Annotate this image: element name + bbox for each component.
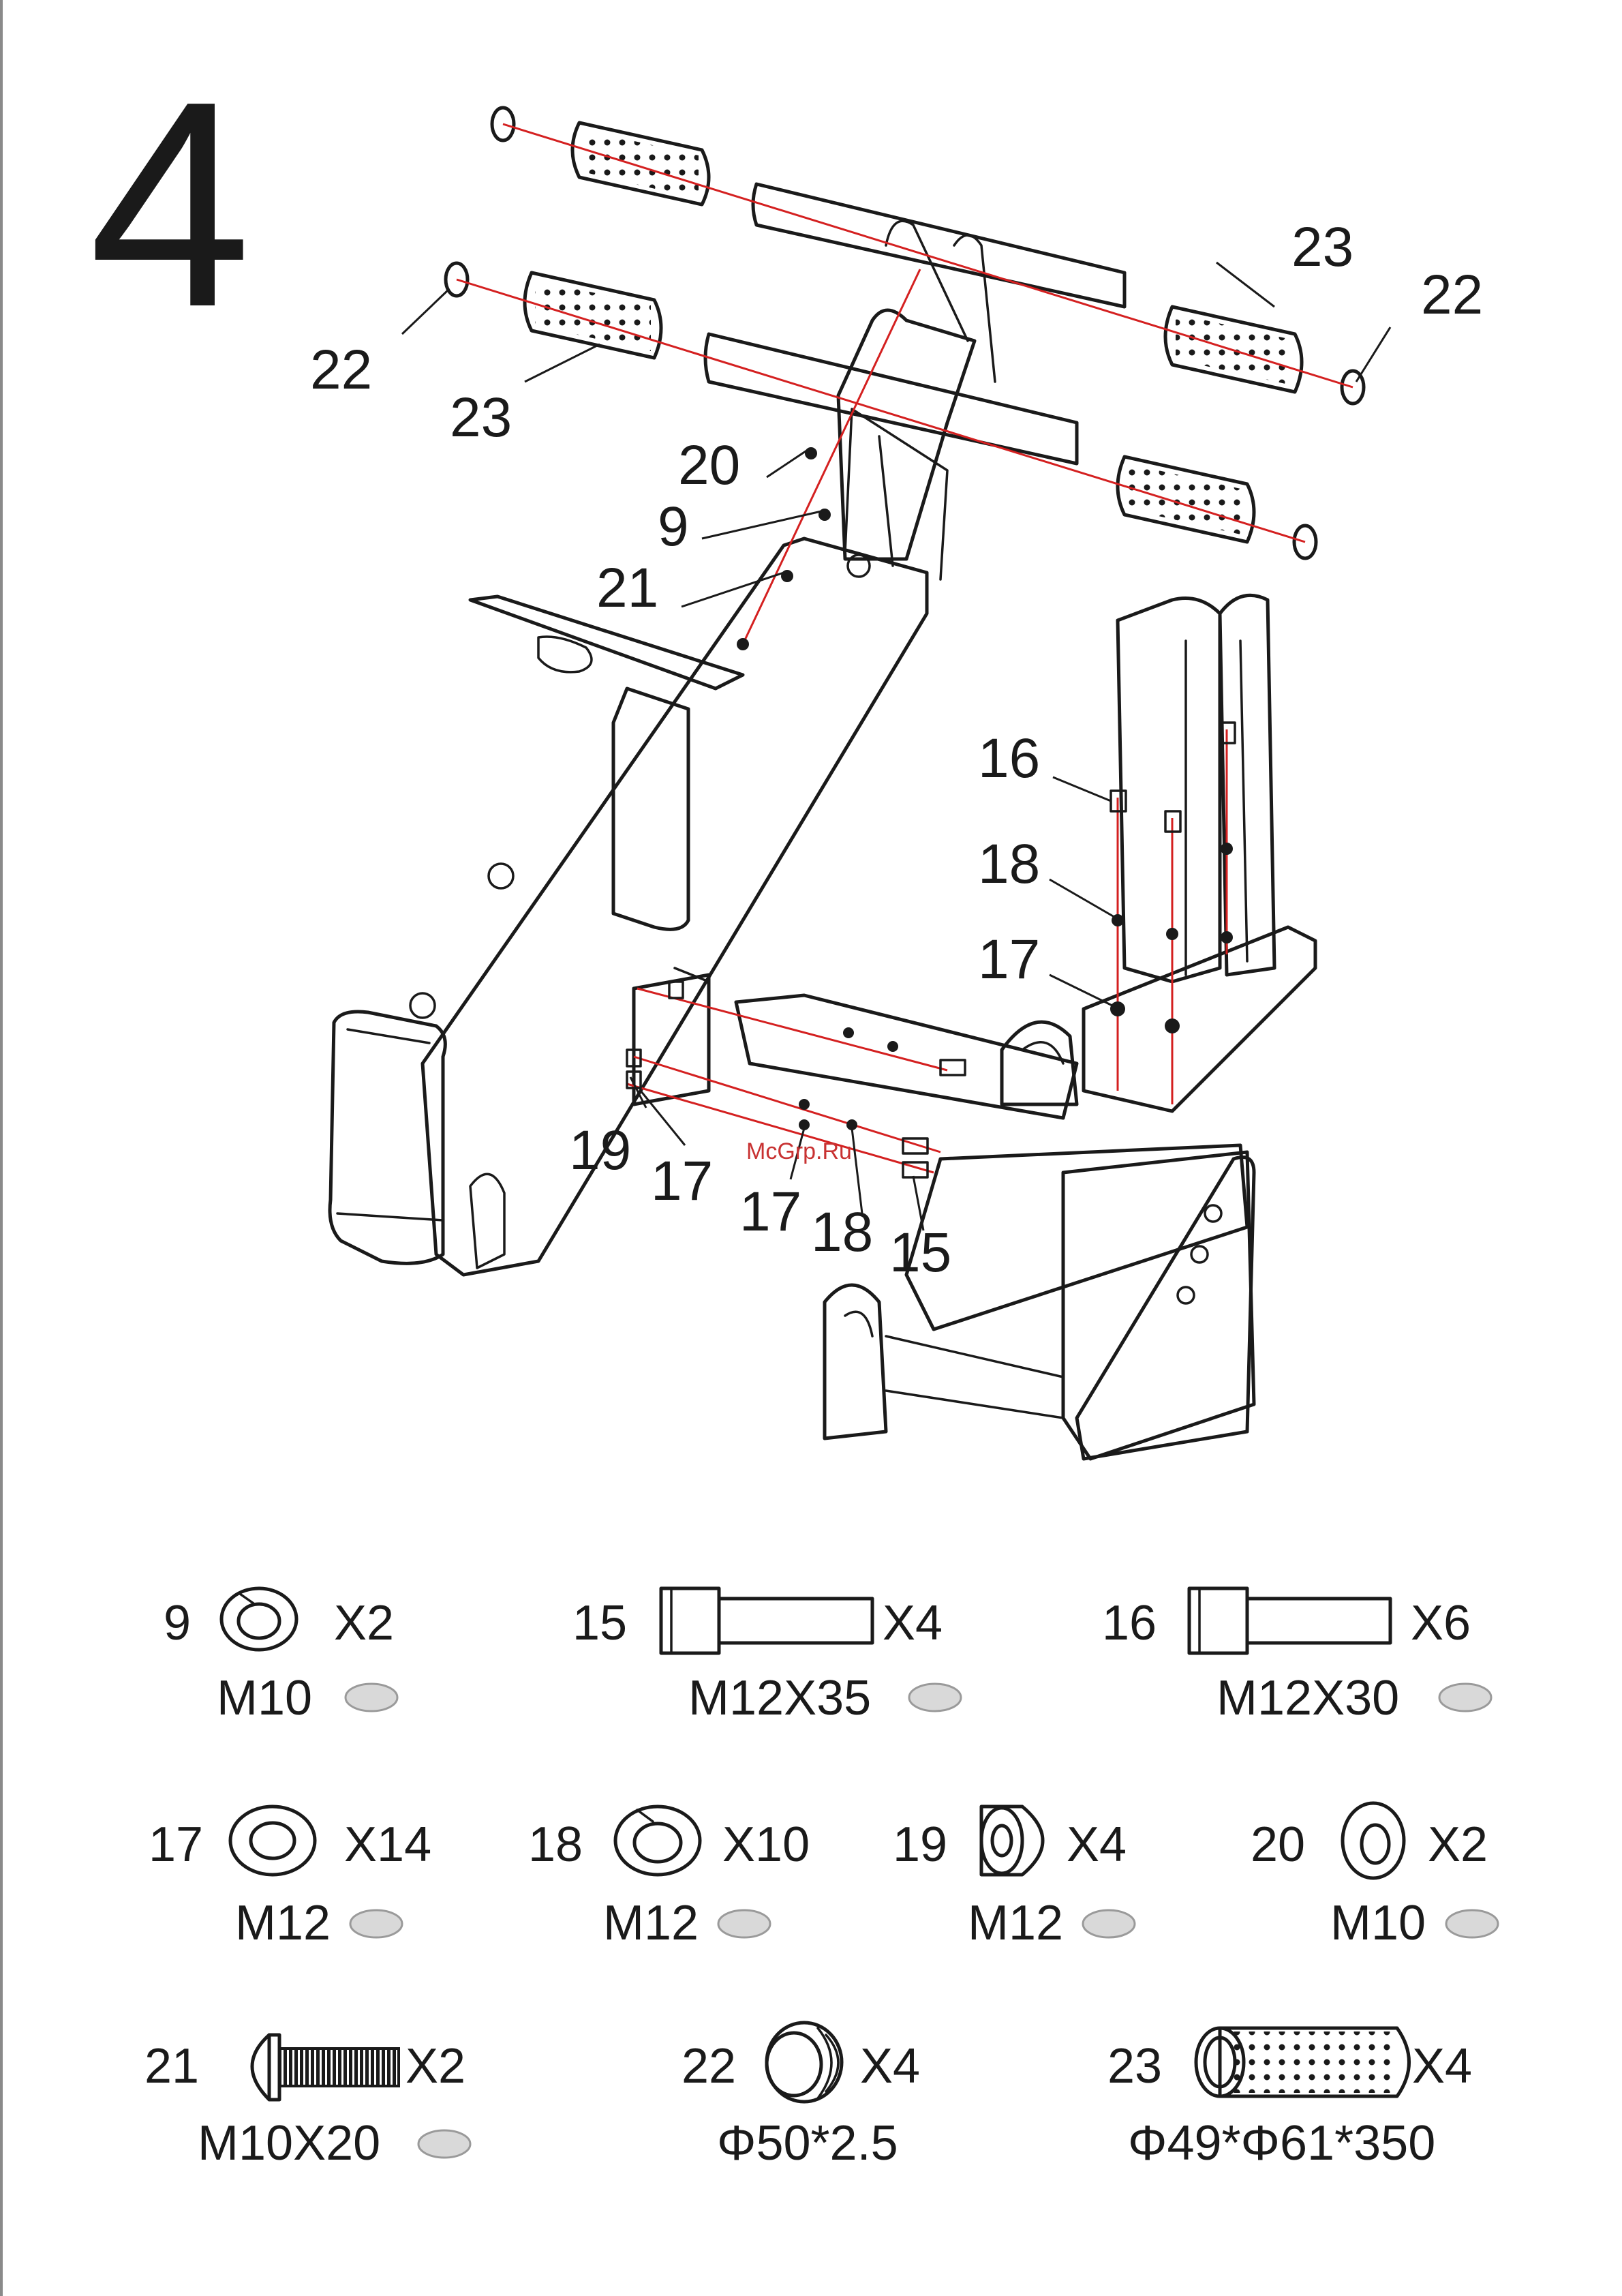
part-spec: Φ50*2.5 (717, 2116, 898, 2171)
callout-20: 20 (678, 434, 740, 496)
part-22: 22 X4 Φ50*2.5 (682, 2023, 920, 2171)
part-17: 17 X14 M12 (149, 1807, 431, 1950)
part-number: 20 (1251, 1817, 1305, 1872)
callout-9: 9 (658, 496, 689, 558)
curved-washer-icon (1343, 1803, 1404, 1878)
part-qty: X2 (1428, 1817, 1488, 1872)
callout-19: 19 (569, 1119, 631, 1181)
button-head-bolt-icon (252, 2035, 399, 2100)
step-number: 4 (89, 41, 251, 368)
part-number: 15 (572, 1596, 627, 1650)
part-qty: X4 (1067, 1817, 1127, 1872)
rear-frame (906, 1145, 1247, 1329)
check-oval (1446, 1910, 1498, 1937)
callout-16: 16 (978, 727, 1040, 789)
part-number: 16 (1102, 1596, 1157, 1650)
acorn-nut-icon (981, 1807, 1043, 1875)
foam-roller-upper-left (572, 123, 709, 205)
check-oval (418, 2130, 470, 2158)
callout-22-left: 22 (310, 339, 372, 401)
part-21: 21 X2 M10X20 (144, 2035, 470, 2171)
part-number: 22 (682, 2039, 736, 2094)
part-20: 20 X2 M10 (1251, 1803, 1498, 1950)
callout-17-lower-right: 17 (739, 1181, 801, 1243)
seat-post (613, 689, 688, 929)
callout-17-upper: 17 (978, 928, 1040, 991)
flat-washer-icon (230, 1807, 315, 1875)
check-oval (909, 1684, 961, 1711)
part-qty: X6 (1411, 1596, 1471, 1650)
foam-roller-lower-left (525, 273, 661, 358)
part-spec: Φ49*Φ61*350 (1128, 2116, 1435, 2171)
part-qty: X10 (722, 1817, 810, 1872)
rear-pulley (1002, 1022, 1077, 1104)
upper-roller-bar (753, 184, 1124, 307)
parts-list: 9 X2 M10 15 X4 M12X35 16 (144, 1588, 1498, 2171)
part-qty: X4 (860, 2039, 920, 2094)
part-spec: M10 (1330, 1896, 1426, 1950)
foam-roller-icon (1196, 2028, 1409, 2096)
part-spec: M12X30 (1216, 1671, 1399, 1725)
part-spec: M12 (968, 1896, 1063, 1950)
part-spec: M12X35 (688, 1671, 871, 1725)
part-number: 9 (164, 1596, 191, 1650)
callout-22-right: 22 (1421, 264, 1483, 326)
part-qty: X2 (334, 1596, 394, 1650)
part-19: 19 X4 M12 (893, 1807, 1135, 1950)
part-spec: M12 (603, 1896, 699, 1950)
foam-roller-lower-right (1118, 457, 1254, 542)
end-cap-icon (767, 2023, 842, 2102)
front-pulley (825, 1285, 886, 1438)
part-spec: M12 (235, 1896, 331, 1950)
part-15: 15 X4 M12X35 (572, 1588, 961, 1725)
part-number: 19 (893, 1817, 947, 1872)
callout-23-left: 23 (450, 387, 512, 449)
part-16: 16 X6 M12X30 (1102, 1588, 1491, 1725)
callout-21: 21 (596, 557, 658, 619)
hex-socket-bolt-icon (661, 1588, 872, 1653)
check-oval (1439, 1684, 1491, 1711)
callout-23-right: 23 (1291, 216, 1353, 278)
part-number: 21 (144, 2039, 199, 2094)
check-oval (346, 1684, 397, 1711)
cross-tube (736, 995, 1077, 1118)
callout-17-lower-left: 17 (651, 1150, 713, 1212)
upright-tower (1118, 599, 1220, 982)
callout-15: 15 (889, 1222, 951, 1284)
part-spec: M10 (217, 1671, 312, 1725)
part-number: 23 (1107, 2039, 1162, 2094)
part-9: 9 X2 M10 (164, 1588, 397, 1725)
watermark: McGrp.Ru (746, 1138, 852, 1164)
check-oval (1083, 1910, 1135, 1937)
hex-socket-bolt-icon (1189, 1588, 1390, 1653)
part-number: 18 (528, 1817, 583, 1872)
part-qty: X14 (344, 1817, 431, 1872)
part-number: 17 (149, 1817, 203, 1872)
callout-18-upper: 18 (978, 833, 1040, 895)
part-qty: X2 (406, 2039, 465, 2094)
part-18: 18 X10 M12 (528, 1807, 810, 1950)
part-spec: M10X20 (198, 2116, 380, 2171)
part-qty: X4 (883, 1596, 943, 1650)
part-qty: X4 (1412, 2039, 1472, 2094)
split-lock-washer-icon (221, 1588, 296, 1650)
split-lock-washer-icon (615, 1807, 700, 1875)
lower-roller-bar (705, 334, 1077, 464)
callout-18-lower: 18 (811, 1201, 873, 1263)
check-oval (718, 1910, 770, 1937)
check-oval (350, 1910, 402, 1937)
part-23: 23 X4 Φ49*Φ61*350 (1107, 2028, 1472, 2171)
